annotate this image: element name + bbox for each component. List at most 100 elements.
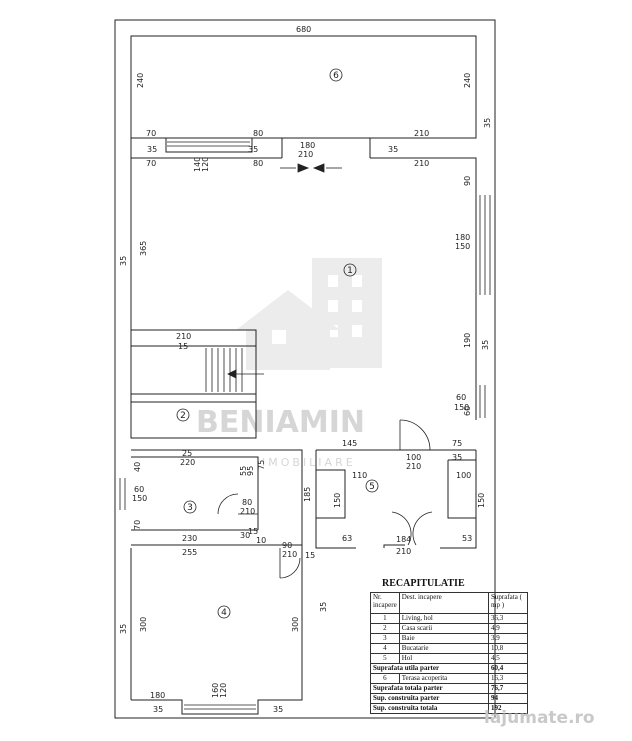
table-row: Sup. construita parter 94: [370, 693, 528, 704]
dim-label: 15: [248, 527, 258, 536]
cell-value: 4,9: [488, 623, 528, 634]
cell-name: Bucatarie: [398, 643, 490, 654]
cell-nr: 3: [370, 633, 400, 644]
dim-label: 100: [406, 453, 421, 462]
dim-label: 80: [253, 129, 263, 138]
dim-label: 180: [150, 691, 165, 700]
dim-label: 70: [133, 520, 142, 530]
room-6-label: 6: [333, 71, 339, 81]
cell-value: 60,4: [488, 663, 528, 674]
dim-label: 145: [342, 439, 357, 448]
header-surface: Suprafata ( mp ): [488, 592, 528, 614]
dim-label: 150: [132, 494, 147, 503]
dim-label: 75: [452, 439, 462, 448]
dim-label: 230: [182, 534, 197, 543]
cell-name: Casa scarii: [398, 623, 490, 634]
dim-label: 30: [240, 531, 250, 540]
cell-value: 3,9: [488, 633, 528, 644]
cell-value: 76,7: [488, 683, 528, 694]
cell-label: Suprafata utila parter: [370, 663, 489, 674]
cell-label: Sup. construita parter: [370, 693, 489, 704]
table-row: Nr. incapere Dest. incapere Suprafata ( …: [370, 592, 528, 614]
dim-label: 184: [396, 535, 411, 544]
cell-value: 94: [488, 693, 528, 704]
room-markers: [176, 68, 379, 619]
room-2-label: 2: [180, 411, 186, 421]
table-row: 2 Casa scarii 4,9: [370, 623, 528, 634]
cell-value: 16,3: [488, 673, 528, 684]
table-row: Suprafata utila parter 60,4: [370, 663, 528, 674]
dim-label: 210: [240, 507, 255, 516]
dim-label: 150: [477, 493, 486, 508]
dim-label: 210: [406, 462, 421, 471]
header-nr: Nr. incapere: [370, 592, 400, 614]
dim-label: 210: [298, 150, 313, 159]
dim-label: 210: [282, 550, 297, 559]
dim-label: 110: [352, 471, 367, 480]
dim-label: 35: [388, 145, 398, 154]
dim-label: 160: [211, 683, 220, 698]
dim-label: 35: [273, 705, 283, 714]
table-row: 4 Bucatarie 10,8: [370, 643, 528, 654]
dim-label: 25: [182, 449, 192, 458]
dim-label: 210: [414, 129, 429, 138]
doors: [217, 163, 433, 579]
watermark: BENIAMIN IMOBILIARE: [196, 258, 382, 469]
stairs: [205, 348, 264, 392]
room-4-label: 4: [221, 608, 227, 618]
dim-label: 53: [462, 534, 472, 543]
cell-label: Sup. construita totala: [370, 703, 489, 714]
dim-label: 90: [463, 176, 472, 186]
dim-label: 300: [291, 617, 300, 632]
dim-label: 90: [282, 541, 292, 550]
dim-label: 15: [305, 551, 315, 560]
brand-watermark: lajumate.ro: [484, 708, 595, 728]
recap-table: Nr. incapere Dest. incapere Suprafata ( …: [370, 592, 528, 714]
dim-label: 180: [300, 141, 315, 150]
dim-label: 60: [463, 406, 472, 416]
room-1-label: 1: [347, 266, 353, 276]
cell-value: 10,8: [488, 643, 528, 654]
table-row: Sup. construita totala 192: [370, 703, 528, 714]
room-3-label: 3: [187, 503, 193, 513]
dim-label: 150: [333, 493, 342, 508]
dim-label: 210: [396, 547, 411, 556]
cell-nr: 6: [370, 673, 400, 684]
dim-label: 55: [239, 466, 248, 476]
dim-label: 80: [253, 159, 263, 168]
dim-label: 35: [483, 118, 492, 128]
dim-label: 40: [133, 462, 142, 472]
dim-label: 680: [296, 25, 311, 34]
dim-label: 150: [455, 242, 470, 251]
dim-label: 240: [463, 73, 472, 88]
dim-label: 255: [182, 548, 197, 557]
dim-label: 80: [242, 498, 252, 507]
cell-value: 36,3: [488, 613, 528, 624]
dim-label: 70: [146, 129, 156, 138]
dim-label: 35: [119, 624, 128, 634]
dim-label: 210: [176, 332, 191, 341]
cell-nr: 2: [370, 623, 400, 634]
dim-label: 140: [193, 157, 202, 172]
table-row: 6 Terasa acoperita 16,3: [370, 673, 528, 684]
dim-label: 95: [246, 466, 255, 476]
dim-label: 35: [119, 256, 128, 266]
dim-label: 185: [303, 487, 312, 502]
cell-value: 192: [488, 703, 528, 714]
dim-label: 100: [456, 471, 471, 480]
room-5-label: 5: [369, 482, 375, 492]
cell-name: Hol: [398, 653, 490, 664]
dim-label: 220: [180, 458, 195, 467]
dim-label: 190: [463, 333, 472, 348]
cell-nr: 4: [370, 643, 400, 654]
dim-label: 120: [201, 157, 210, 172]
cell-value: 4,5: [488, 653, 528, 664]
table-row: 5 Hol 4,5: [370, 653, 528, 664]
dim-label: 365: [139, 241, 148, 256]
table-row: 3 Baie 3,9: [370, 633, 528, 644]
cell-nr: 5: [370, 653, 400, 664]
watermark-sub: IMOBILIARE: [262, 456, 356, 469]
dim-label: 63: [342, 534, 352, 543]
cell-label: Suprafata totala parter: [370, 683, 489, 694]
